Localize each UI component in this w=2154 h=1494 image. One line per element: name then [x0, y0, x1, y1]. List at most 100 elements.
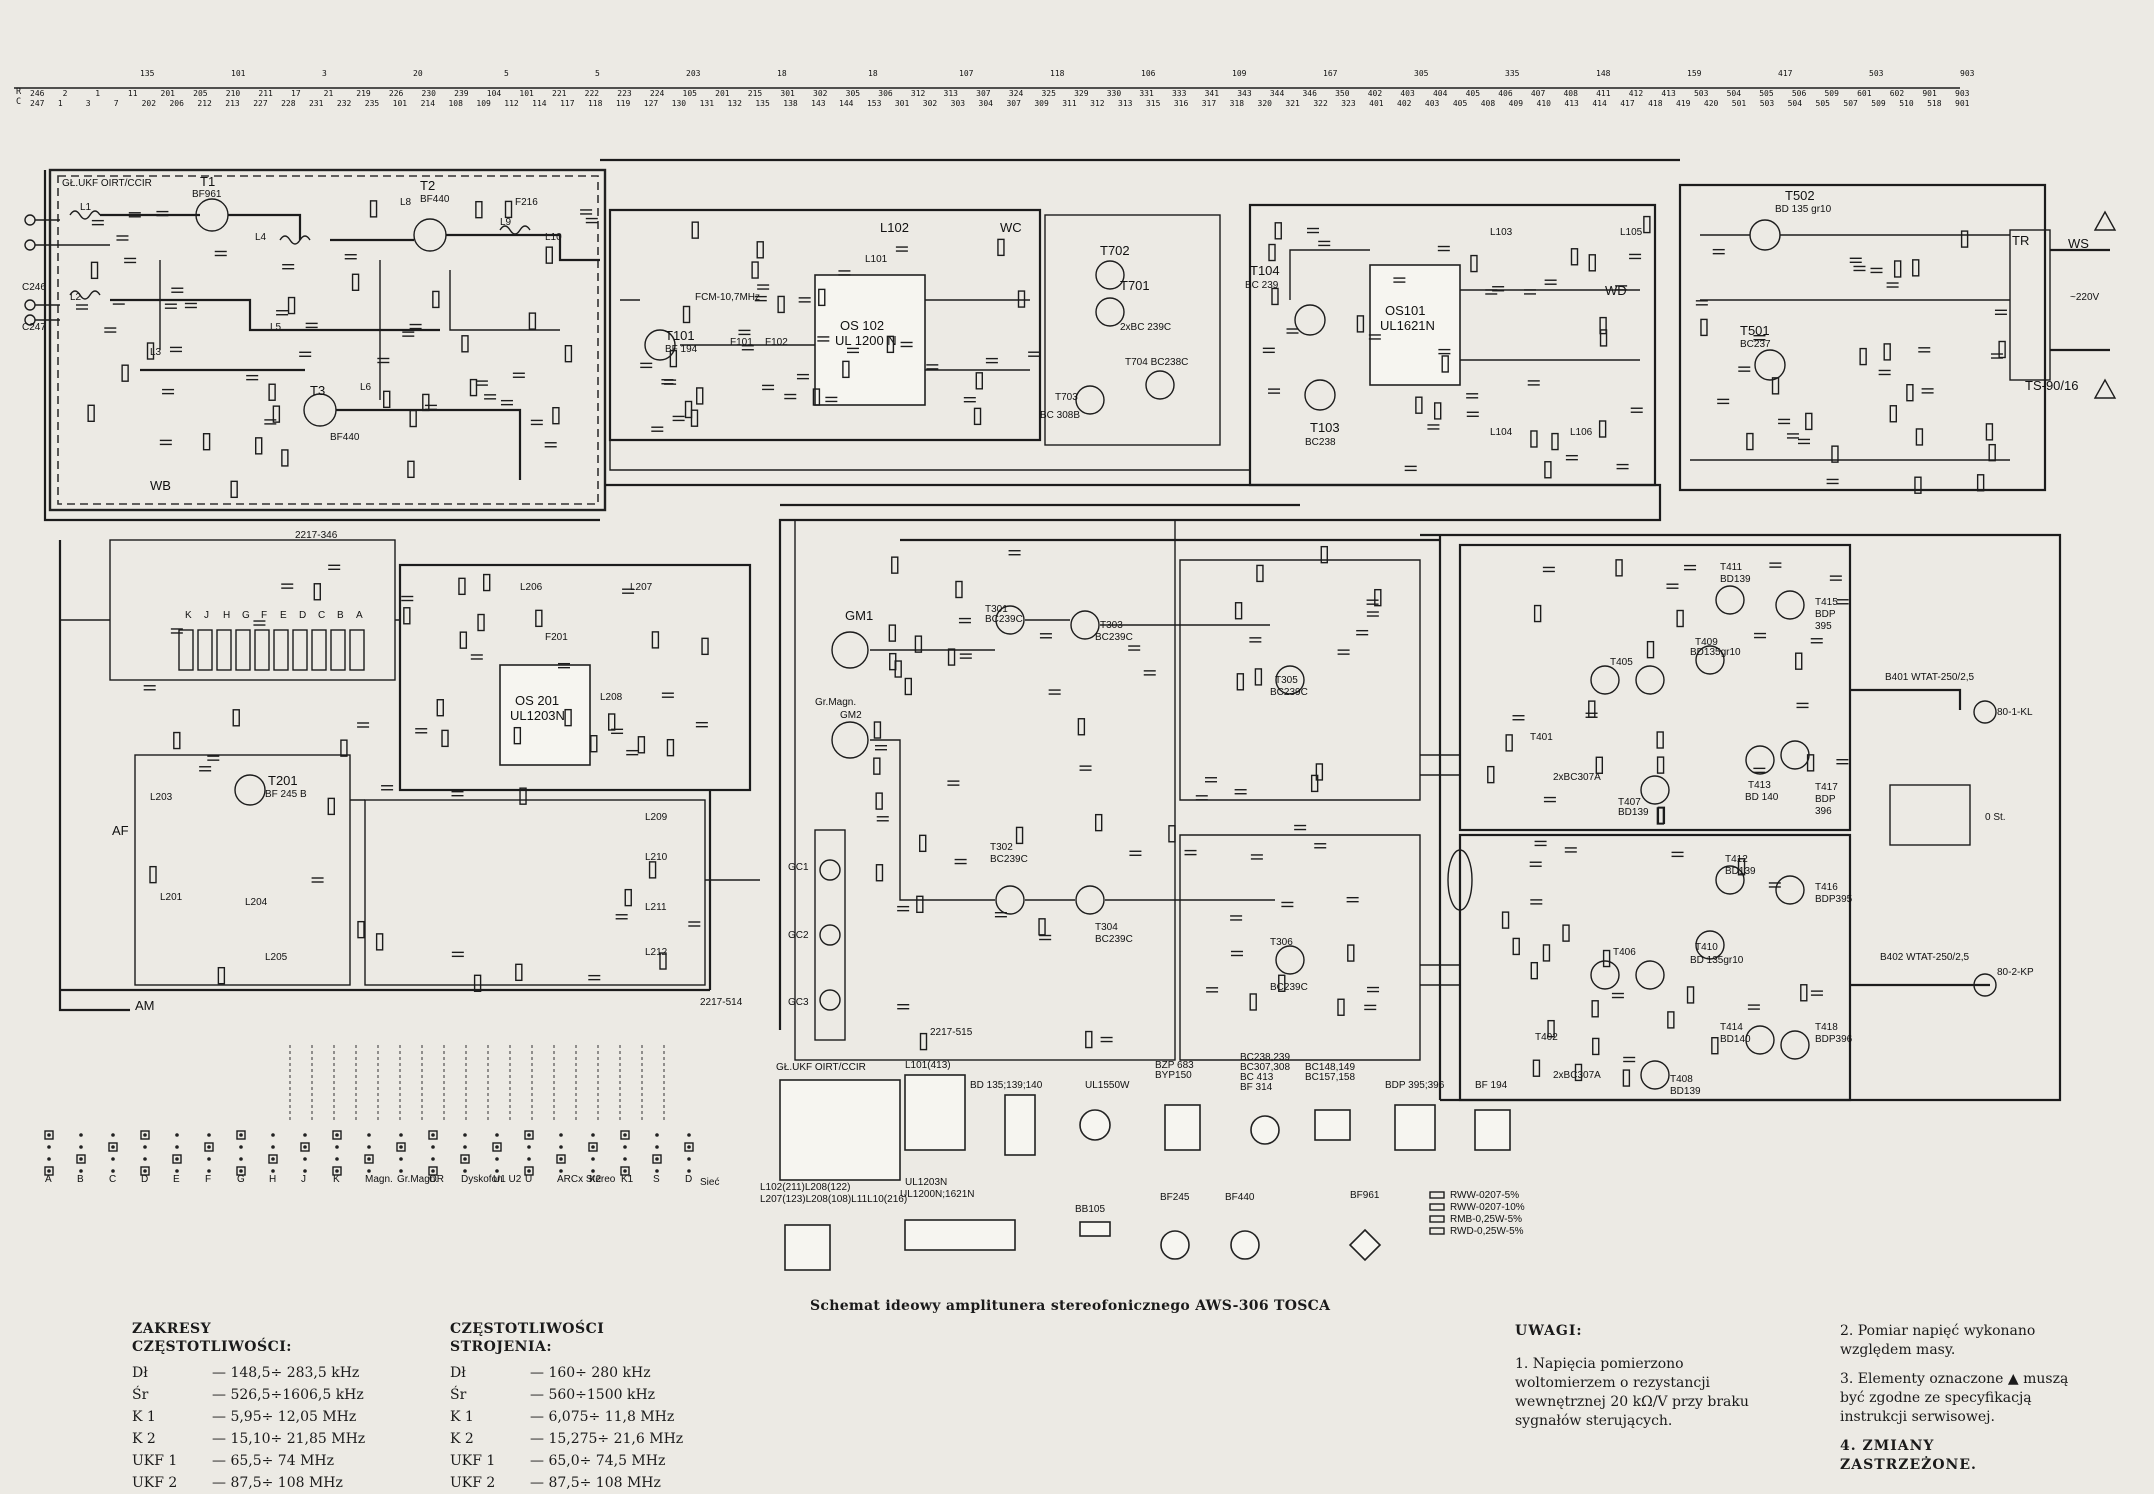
matrix-contact	[556, 1154, 566, 1164]
resistor	[564, 344, 573, 363]
table-row: K 2— 15,275÷ 21,6 MHz	[450, 1428, 683, 1450]
header-top-cell: 159	[1687, 69, 1702, 78]
matrix-dot	[207, 1157, 211, 1161]
resistor	[1542, 944, 1551, 962]
svg-text:2xBC307A: 2xBC307A	[1553, 772, 1601, 783]
svg-text:T101: T101	[665, 328, 695, 343]
header-r-cell: 210	[226, 89, 241, 98]
header-r-cell: 509	[1824, 89, 1839, 98]
resistor	[947, 648, 956, 666]
header-c-cell: 322	[1313, 99, 1328, 108]
matrix-dot	[687, 1169, 691, 1173]
matrix-contact	[140, 1166, 150, 1176]
header-r-cell: 104	[487, 89, 502, 98]
matrix-dot	[655, 1157, 659, 1161]
header-r-cell: 901	[1922, 89, 1937, 98]
resistor	[313, 583, 321, 601]
matrix-dot	[463, 1169, 467, 1173]
matrix-dot	[335, 1169, 339, 1173]
svg-text:L205: L205	[265, 952, 288, 963]
header-c-cell: 118	[588, 99, 603, 108]
resistor	[436, 699, 444, 717]
am-label: AM	[135, 998, 155, 1013]
header-c-cell: 206	[169, 99, 184, 108]
resistor	[1268, 243, 1276, 262]
svg-text:L105: L105	[1620, 227, 1643, 238]
note-2: 2. Pomiar napięć wykonano względem masy.	[1840, 1323, 2036, 1358]
header-c-cell: 212	[197, 99, 212, 108]
resistor	[1315, 763, 1324, 781]
svg-text:BD 135;139;140: BD 135;139;140	[970, 1080, 1043, 1091]
mains-label: ~220V	[2070, 292, 2100, 303]
header-r-cell: 215	[748, 89, 763, 98]
svg-text:T301: T301	[985, 604, 1008, 615]
bus-wiring	[43, 158, 2062, 1102]
matrix-dot	[687, 1145, 691, 1149]
switch-contact	[330, 629, 346, 671]
resistor	[1915, 428, 1924, 446]
switch-contact	[178, 629, 194, 671]
resistor	[173, 731, 181, 750]
resistor	[1278, 974, 1286, 992]
band-value: — 65,5÷ 74 MHz	[212, 1453, 334, 1469]
matrix-contact	[332, 1130, 342, 1140]
header-c-cell: 108	[448, 99, 463, 108]
header-r-cell: 306	[878, 89, 893, 98]
resistor-legend-symbol	[1429, 1191, 1445, 1199]
matrix-dot	[271, 1145, 275, 1149]
notes-left: UWAGI: 1. Napięcia pomierzono woltomierz…	[1515, 1322, 1760, 1441]
matrix-label: ARCx Stereo	[557, 1174, 616, 1185]
header-r-cell: 324	[1009, 89, 1024, 98]
resistor	[268, 383, 276, 401]
table-row: K 1— 5,95÷ 12,05 MHz	[132, 1406, 365, 1428]
matrix-contact	[140, 1130, 150, 1140]
matrix-dot	[111, 1133, 115, 1137]
header-r-cell: 230	[422, 89, 437, 98]
header-r-cell: 105	[683, 89, 698, 98]
matrix-label: H	[269, 1174, 276, 1185]
switch-contact	[292, 629, 308, 671]
resistor	[327, 797, 335, 816]
header-r-cell: 239	[454, 89, 469, 98]
resistor	[1347, 944, 1355, 962]
matrix-label: J	[301, 1174, 306, 1185]
header-c-cell: 311	[1062, 99, 1077, 108]
svg-text:T401: T401	[1530, 732, 1553, 743]
header-top-cell: 109	[1232, 69, 1247, 78]
matrix-contact	[620, 1130, 630, 1140]
resistor	[432, 290, 440, 309]
svg-text:T411: T411	[1720, 562, 1742, 573]
resistor	[1310, 774, 1319, 793]
matrix-contact	[428, 1130, 438, 1140]
matrix-contact	[44, 1130, 54, 1140]
af-label: AF	[112, 823, 129, 838]
header-r-cell: 404	[1433, 89, 1448, 98]
matrix-dot	[559, 1145, 563, 1149]
header-c-cell: 410	[1537, 99, 1552, 108]
table-row: Dł— 160÷ 280 kHz	[450, 1362, 683, 1384]
header-top-cell: 107	[959, 69, 974, 78]
resistor	[875, 864, 884, 882]
resistor	[696, 387, 704, 405]
resistor	[1622, 1069, 1631, 1087]
resistor	[1602, 949, 1611, 968]
matrix-label: G	[237, 1174, 245, 1185]
resistor	[1015, 826, 1024, 845]
resistor	[1985, 423, 1994, 441]
schematic-title: Schemat ideowy amplitunera stereofoniczn…	[810, 1298, 1331, 1314]
matrix-contact	[684, 1142, 694, 1152]
header-c-cell: 132	[727, 99, 742, 108]
svg-text:BZP 683: BZP 683	[1155, 1060, 1194, 1071]
header-r-cell: 346	[1302, 89, 1317, 98]
matrix-dot	[623, 1133, 627, 1137]
resistor	[637, 736, 646, 754]
notes-right: 2. Pomiar napięć wykonano względem masy.…	[1840, 1322, 2075, 1485]
resistor	[1615, 559, 1623, 577]
header-r-cell: 407	[1531, 89, 1546, 98]
header-r-cell: 222	[585, 89, 600, 98]
resistor	[873, 721, 882, 739]
